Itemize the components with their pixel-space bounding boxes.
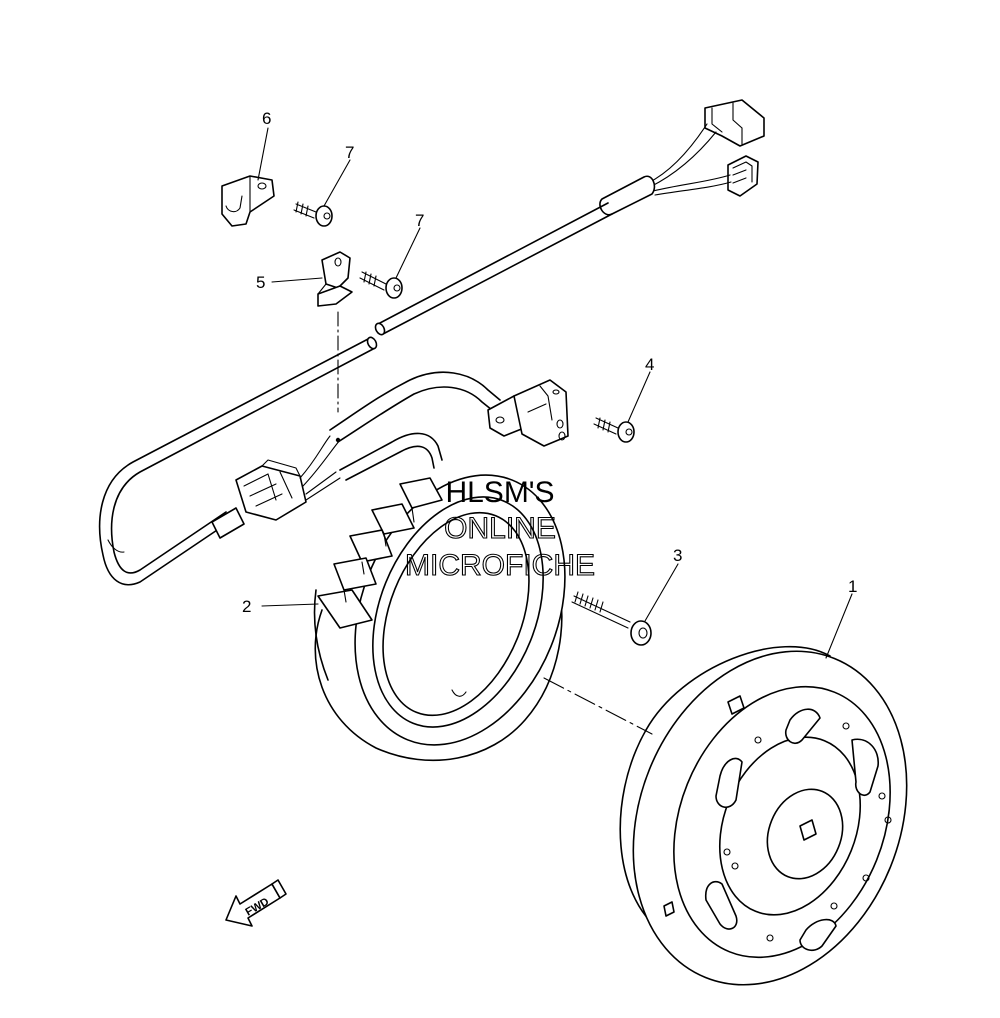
callout-labels: 6 7 7 5 4 2 3 1 bbox=[242, 109, 857, 616]
screw-7a bbox=[293, 201, 333, 227]
fwd-arrow: FWD bbox=[225, 879, 287, 927]
flywheel bbox=[619, 645, 908, 986]
stator-bolt bbox=[571, 591, 652, 646]
leader-lines bbox=[257, 127, 853, 659]
callout-6: 6 bbox=[262, 109, 271, 128]
callout-7-upper: 7 bbox=[345, 143, 354, 162]
screw-7b bbox=[359, 271, 403, 299]
harness-connector-middle bbox=[235, 459, 307, 521]
watermark-line3: MICROFICHE bbox=[405, 549, 595, 582]
bracket-6 bbox=[221, 175, 275, 227]
harness-connector-upper bbox=[704, 99, 765, 147]
callout-3: 3 bbox=[673, 546, 682, 565]
callout-4: 4 bbox=[645, 355, 654, 374]
callout-5: 5 bbox=[256, 273, 265, 292]
pickup-screw bbox=[593, 417, 635, 443]
watermark-line1: HLSM'S bbox=[445, 476, 554, 509]
stator bbox=[313, 474, 566, 762]
harness-connector-lower bbox=[727, 155, 759, 197]
pickup-coil bbox=[487, 379, 569, 447]
watermark: HLSM'S ONLINE MICROFICHE bbox=[404, 476, 595, 583]
clamp-5 bbox=[317, 251, 353, 307]
callout-7-lower: 7 bbox=[415, 211, 424, 230]
callout-1: 1 bbox=[848, 577, 857, 596]
wire-harness bbox=[98, 99, 765, 586]
callout-2: 2 bbox=[242, 597, 251, 616]
watermark-line2: ONLINE bbox=[444, 512, 556, 545]
